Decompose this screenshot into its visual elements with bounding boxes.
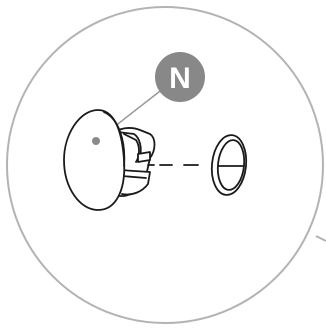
callout-badge: N [155,52,205,102]
detail-leader-line [315,235,326,242]
cap-icon [210,134,248,196]
plug-icon [63,109,156,211]
callout-label: N [169,62,191,95]
